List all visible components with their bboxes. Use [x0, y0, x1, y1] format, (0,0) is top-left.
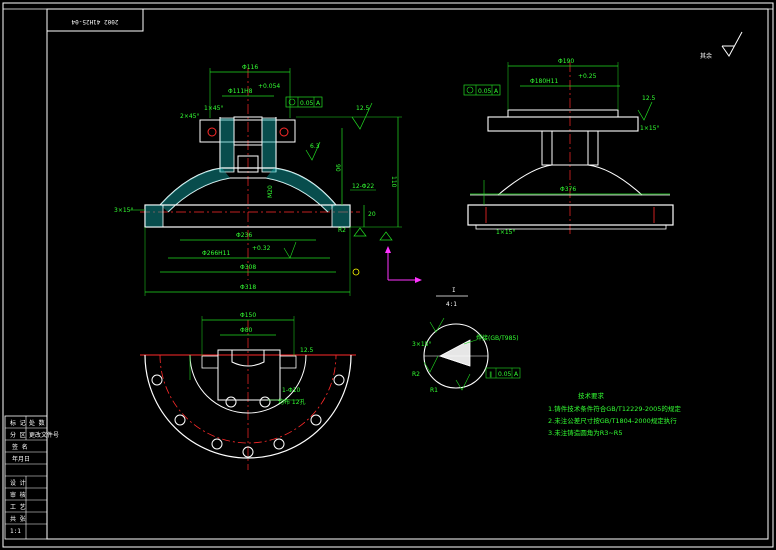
tech-item-3: 3.未注铸造圆角为R3~R5 — [548, 428, 622, 437]
fv-height2: 90 — [334, 164, 341, 172]
fv-bore: Φ111H8 — [228, 88, 253, 95]
technical-requirements: 技术要求 1.铸件技术条件符合GB/T12229-2005的规定 2.未注公差尺… — [548, 391, 681, 437]
svg-text:∥: ∥ — [489, 371, 492, 378]
pv-r: 12.5 — [300, 347, 314, 354]
fv-top-width: Φ116 — [242, 64, 258, 71]
pv-note: 1-Φ10 — [282, 387, 301, 394]
tb-row-7: 审 核 — [10, 491, 26, 499]
fv-dim-inner: Φ236 — [236, 232, 252, 239]
side-view: Φ190 Φ180H11 +0.25 0.05 A 12.5 Φ376 1×15… — [463, 58, 674, 236]
tb-row-2: 分 区 — [10, 431, 26, 439]
tb-row-6: 设 计 — [10, 479, 26, 487]
fv-dim-overall: Φ318 — [240, 284, 256, 291]
fv-roughness-1: 12.5 — [356, 105, 370, 112]
sv-roughness: 12.5 — [642, 95, 656, 102]
fv-chamfer: 2×45° — [180, 113, 199, 120]
drawing-number-box: 2002 41H25-04 — [46, 8, 144, 32]
plan-view: Φ150 Φ80 1-Φ10 均布 12孔 12.5 — [140, 312, 356, 470]
sv-bore-tol: +0.25 — [578, 73, 597, 80]
fv-chamfer2: 1×45° — [204, 105, 223, 112]
fv-gdt-datum: A — [316, 100, 321, 107]
detail-scale: 4:1 — [446, 301, 457, 308]
tb-scale: 1:1 — [10, 528, 21, 535]
tech-title: 技术要求 — [578, 391, 605, 400]
fv-gdt-value: 0.05 — [300, 100, 314, 107]
fv-dim-outer: Φ308 — [240, 264, 256, 271]
title-block: 标 记 处 数 分 区 更改文件号 签 名 年月日 设 计 审 核 工 艺 共 … — [4, 415, 59, 540]
dv-tol: 0.05 — [498, 371, 512, 378]
sv-gdt-value: 0.05 — [478, 88, 492, 95]
fv-holes: 12-Φ22 — [352, 183, 374, 190]
dv-r2: R2 — [412, 371, 420, 378]
detail-view: I 4:1 焊接(GB/T985) 3×15° ∥ 0.05 A R1 R2 — [412, 287, 521, 394]
dv-datum: A — [514, 371, 519, 378]
tech-item-1: 1.铸件技术条件符合GB/T12229-2005的规定 — [548, 404, 681, 413]
tb-sheet: 共 张 — [10, 515, 26, 523]
tb-row-1: 处 数 — [29, 419, 45, 427]
sv-angle: 1×15° — [496, 229, 515, 236]
fv-dim-mid: Φ266H11 — [202, 250, 231, 257]
dv-angle: 3×15° — [412, 341, 431, 348]
fv-flange-h: 20 — [368, 211, 376, 218]
ucs-icon — [385, 246, 422, 283]
fv-height: 110 — [390, 176, 397, 188]
fv-angle: 3×15° — [114, 207, 133, 214]
fv-bore-tol: +0.054 — [258, 83, 280, 90]
tech-item-2: 2.未注公差尺寸按GB/T1804-2000规定执行 — [548, 416, 677, 425]
pv-slot: Φ80 — [240, 327, 253, 334]
detail-label: I — [452, 287, 456, 294]
fv-rad: R2 — [338, 227, 346, 234]
front-section-view: Φ116 Φ111H8 +0.054 0.05 A 12.5 6.3 2×45°… — [114, 64, 402, 296]
sv-top: Φ190 — [558, 58, 574, 65]
tb-row-3: 更改文件号 — [29, 431, 59, 439]
tb-row-8: 工 艺 — [10, 503, 26, 511]
fv-thread: M20 — [267, 185, 274, 198]
sv-chamfer: 1×15° — [640, 125, 659, 132]
dv-weld: 焊接(GB/T985) — [476, 334, 519, 342]
drawing-number: 2002 41H25-04 — [71, 18, 118, 25]
roughness-label: 其余 — [700, 52, 712, 60]
pv-width: Φ150 — [240, 312, 256, 319]
sv-bottom: Φ376 — [560, 186, 576, 193]
sv-bore: Φ180H11 — [530, 78, 559, 85]
tb-row-5: 年月日 — [12, 455, 30, 463]
dv-r1: R1 — [430, 387, 438, 394]
tb-row-0: 标 记 — [10, 419, 26, 427]
sv-gdt-datum: A — [494, 88, 499, 95]
tb-row-4: 签 名 — [12, 443, 28, 451]
fv-roughness-2: 6.3 — [310, 143, 320, 150]
pv-note2: 均布 12孔 — [278, 398, 306, 406]
roughness-note: 其余 — [700, 31, 743, 60]
fv-dim-mid-tol: +0.32 — [252, 245, 271, 252]
